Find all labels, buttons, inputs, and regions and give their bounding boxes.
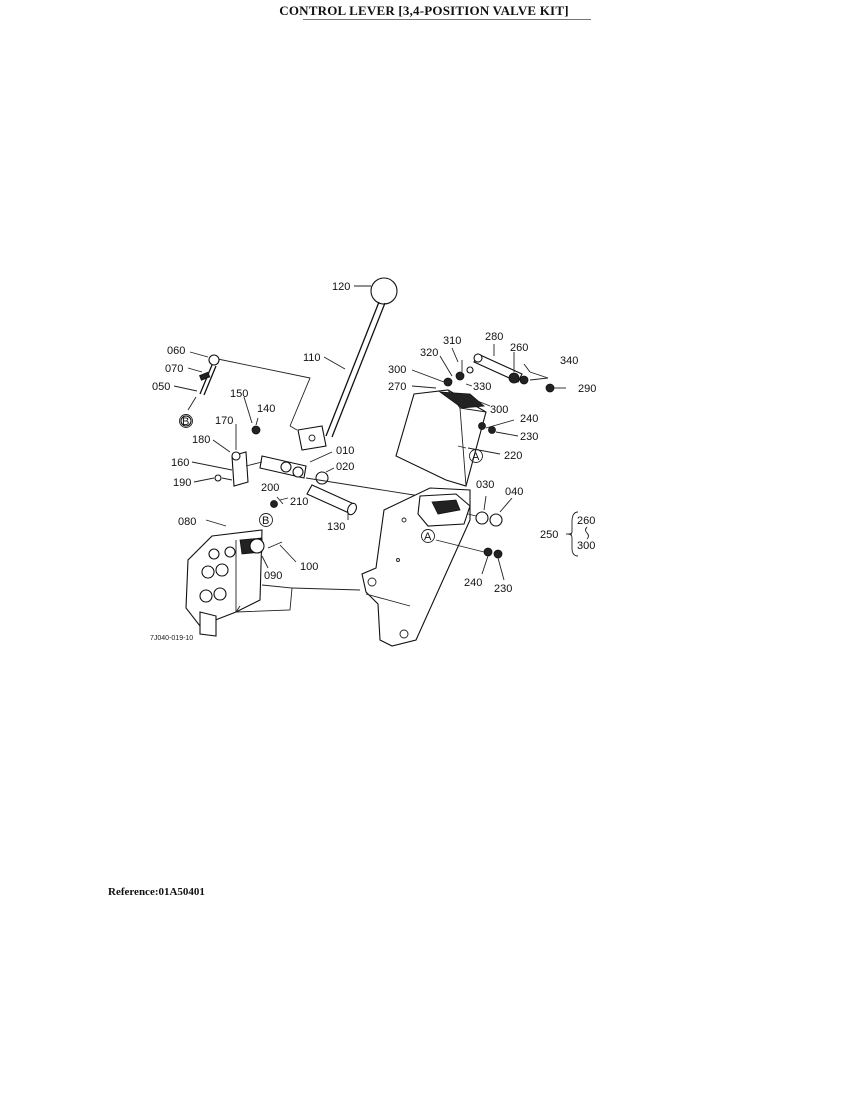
callout-200: 200 (261, 482, 279, 494)
callout-060: 060 (167, 345, 185, 357)
callout-070: 070 (165, 363, 183, 375)
callout-260: 260 (510, 342, 528, 354)
lever-grip (306, 484, 357, 516)
callout-240-upper: 240 (520, 413, 538, 425)
callout-250: 250 (540, 529, 558, 541)
marker-a-upper (469, 449, 483, 463)
marker-b-upper-label: B (182, 416, 189, 428)
rod-end-assembly (180, 354, 220, 427)
callout-030: 030 (476, 479, 494, 491)
callout-190: 190 (173, 477, 191, 489)
upper-linkage (438, 353, 566, 409)
callout-270: 270 (388, 381, 406, 393)
control-valve (185, 529, 265, 637)
callout-040: 040 (505, 486, 523, 498)
callout-210: 210 (290, 496, 308, 508)
callout-300-lower: 300 (490, 404, 508, 416)
callout-280: 280 (485, 331, 503, 343)
callout-340: 340 (560, 355, 578, 367)
callout-300-upper: 300 (388, 364, 406, 376)
callout-050: 050 (152, 381, 170, 393)
callout-240-lower: 240 (464, 577, 482, 589)
callout-230-upper: 230 (520, 431, 538, 443)
callout-140: 140 (257, 403, 275, 415)
lever-bracket (297, 425, 327, 451)
callout-020: 020 (336, 461, 354, 473)
control-lever (297, 277, 398, 451)
callout-330: 330 (473, 381, 491, 393)
callout-080: 080 (178, 516, 196, 528)
callout-110: 110 (303, 352, 321, 364)
lever-knob (370, 277, 398, 305)
callout-090: 090 (264, 570, 282, 582)
drawing-code: 7J040-019-10 (150, 635, 193, 642)
callout-250-range-from: 260 (577, 515, 595, 527)
marker-a-lower-label: A (424, 531, 432, 543)
callout-130: 130 (327, 521, 345, 533)
marker-a-lower (421, 529, 435, 543)
page-title: CONTROL LEVER [3,4-POSITION VALVE KIT] (279, 3, 569, 18)
marker-b-lower-label: B (262, 515, 269, 527)
link-parts (214, 451, 249, 487)
callout-120: 120 (332, 281, 350, 293)
callout-320: 320 (420, 347, 438, 359)
marker-a-upper-label: A (472, 451, 480, 463)
callout-290: 290 (578, 383, 596, 395)
callout-220: 220 (504, 450, 522, 462)
callout-180: 180 (192, 434, 210, 446)
callout-310: 310 (443, 335, 461, 347)
callout-100: 100 (300, 561, 318, 573)
callout-250-range-to: 300 (577, 540, 595, 552)
callout-170: 170 (215, 415, 233, 427)
callout-230-lower: 230 (494, 583, 512, 595)
callout-150: 150 (230, 388, 248, 400)
pivot-shaft (245, 455, 329, 485)
callout-160: 160 (171, 457, 189, 469)
marker-b-upper (179, 414, 193, 428)
callout-010: 010 (336, 445, 354, 457)
title-underline (303, 19, 591, 20)
reference-number: Reference:01A50401 (108, 886, 205, 898)
housing-cover (395, 389, 487, 487)
base-plate (361, 487, 471, 647)
marker-b-lower (259, 513, 273, 527)
